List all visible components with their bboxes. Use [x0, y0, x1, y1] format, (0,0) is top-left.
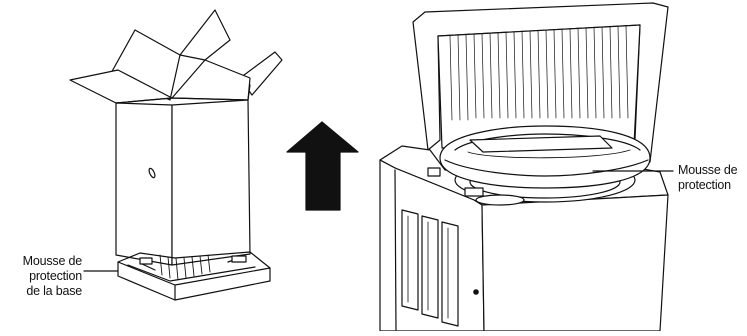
base-foam-label: Mousse de protection de la base [4, 254, 83, 299]
lift-up-arrow-icon [286, 121, 359, 211]
base-foam-label-line2: protection [29, 269, 82, 283]
tub-foam-label-line2: protection [678, 178, 731, 192]
base-foam-tray [117, 251, 271, 301]
washer [379, 2, 669, 332]
tub-foam-label: Mousse de protection [678, 163, 747, 193]
base-foam-label-line1: Mousse de [22, 254, 83, 268]
shipping-box [69, 9, 283, 266]
base-foam-label-line3: de la base [26, 284, 82, 298]
tub-foam-label-line1: Mousse de [678, 163, 738, 177]
